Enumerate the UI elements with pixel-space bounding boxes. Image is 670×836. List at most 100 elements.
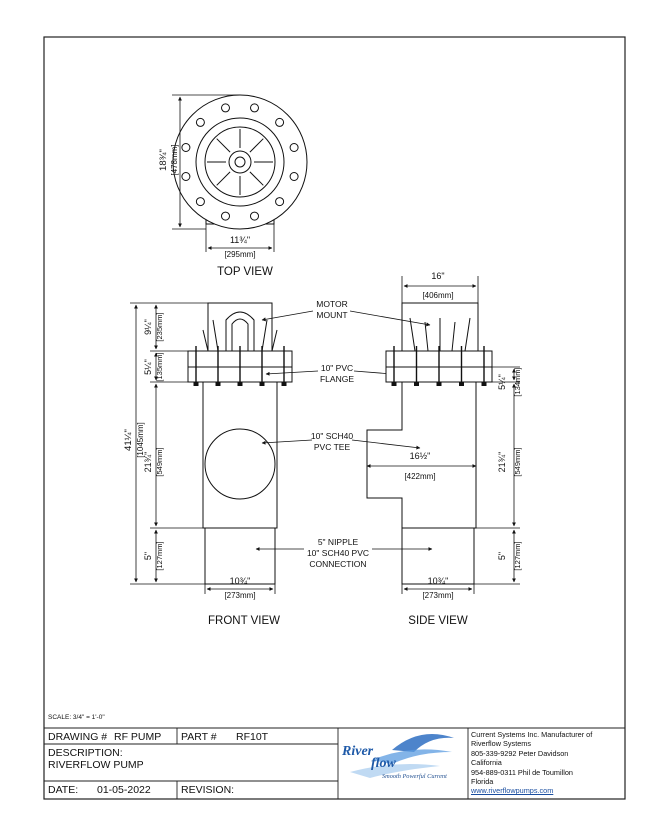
bolt-hole <box>221 103 230 113</box>
revision-label: REVISION: <box>181 784 235 796</box>
front-view-tee-body <box>202 381 278 529</box>
front-overall-mm: [1045mm] <box>136 422 145 458</box>
bolt-hole <box>289 143 299 152</box>
front-view-title: FRONT VIEW <box>208 615 280 627</box>
bolt-nut <box>459 382 464 386</box>
company-line-5: 954-889-0311 Phil de Toumillon <box>471 767 573 777</box>
front-base-mm: [273mm] <box>224 591 255 600</box>
company-line-3: 805-339-9292 Peter Davidson <box>471 748 569 758</box>
company-info: Current Systems Inc. Manufacturer of Riv… <box>471 730 621 796</box>
logo-word-flow: flow <box>371 756 397 771</box>
callout-motor-mount-line2: MOUNT <box>316 310 347 320</box>
top-view-shaft-outer <box>228 150 252 174</box>
front-tee-mm: [549mm] <box>155 447 164 476</box>
top-view-flange-inner <box>195 117 285 207</box>
bolt-hole <box>195 117 205 127</box>
callout-tee-line1: 10" SCH40 <box>311 431 354 441</box>
side-flange-mm: [134mm] <box>513 367 522 396</box>
mount-rib <box>216 171 231 186</box>
side-nipple-label: 5" <box>497 552 507 560</box>
bolt-hole <box>289 172 299 181</box>
sheet-border <box>43 36 626 800</box>
bolt-nut <box>237 382 243 386</box>
company-line-4: California <box>471 758 502 768</box>
front-nipple-mm: [127mm] <box>155 541 164 570</box>
top-view-mount-ring <box>204 126 276 198</box>
callout-nipple-line2: 10" SCH40 PVC <box>307 548 369 558</box>
mount-rib <box>249 138 264 153</box>
side-base-label: 10¾" <box>428 576 449 586</box>
bolt-nut <box>391 382 397 386</box>
company-website-link[interactable]: www.riverflowpumps.com <box>471 786 554 796</box>
mount-rib <box>249 171 264 186</box>
side-view <box>366 302 493 585</box>
front-view <box>187 302 293 585</box>
callout-nipple-line1: 5" NIPPLE <box>318 537 359 547</box>
date-label: DATE: <box>48 784 79 796</box>
front-view-motor-mount <box>225 311 255 351</box>
side-nipple-mm: [127mm] <box>513 541 522 570</box>
side-tee-mm: [549mm] <box>513 447 522 476</box>
scale-note: SCALE: 3/4" = 1'-0" <box>48 714 105 721</box>
front-nipple-label: 5" <box>143 552 153 560</box>
part-number-label: PART # <box>181 731 217 743</box>
side-top-label: 16" <box>431 271 444 281</box>
top-view-ribs <box>207 129 273 195</box>
logo-word-river: River <box>341 744 374 759</box>
callout-motor-mount-line1: MOTOR <box>316 299 347 309</box>
bolt-nut <box>414 382 419 386</box>
side-middle-label: 16½" <box>410 451 431 461</box>
side-view-tee-body <box>366 381 477 529</box>
bolt-nut <box>436 382 442 386</box>
bolt-nut <box>259 382 265 386</box>
mount-rib <box>216 138 231 153</box>
front-view-nipple <box>204 527 276 585</box>
date-value: 01-05-2022 <box>97 784 151 796</box>
riverflow-logo: River flow Smooth Powerful Current <box>341 734 454 780</box>
front-tee-label: 21¾" <box>143 452 153 473</box>
bolt-nut <box>215 382 221 386</box>
top-view-height-mm: [478mm] <box>170 144 179 175</box>
bolt-nut <box>481 382 487 386</box>
front-view-motor-cap <box>207 302 273 352</box>
front-motor-mm: [235mm] <box>155 312 164 341</box>
top-view-flange-outer <box>172 94 308 230</box>
side-view-bolts <box>391 346 487 386</box>
top-view-height-label: 18¾" <box>158 149 169 171</box>
bolt-hole <box>250 103 259 113</box>
company-line-6: Florida <box>471 777 494 787</box>
company-line-1: Current Systems Inc. Manufacturer of <box>471 730 593 739</box>
front-flange-mm: [135mm] <box>155 352 164 381</box>
front-base-label: 10¾" <box>230 576 251 586</box>
side-view-title: SIDE VIEW <box>408 615 468 627</box>
front-view-bolts <box>193 346 287 386</box>
title-block-grid <box>44 727 625 799</box>
callout-flange-line2: FLANGE <box>320 374 354 384</box>
part-number-value: RF10T <box>236 731 269 743</box>
description-value: RIVERFLOW PUMP <box>48 759 144 771</box>
drawing-number-label: DRAWING # <box>48 731 108 743</box>
bolt-hole <box>195 197 205 207</box>
side-base-mm: [273mm] <box>422 591 453 600</box>
front-flange-label: 5¼" <box>143 359 153 375</box>
logo-tagline: Smooth Powerful Current <box>382 773 447 780</box>
side-view-nipple <box>401 527 475 585</box>
callout-tee-line2: PVC TEE <box>314 442 351 452</box>
top-view-shaft-inner <box>234 156 246 168</box>
description-label: DESCRIPTION: <box>48 747 123 759</box>
side-flange-label: 5¼" <box>497 374 507 390</box>
side-top-mm: [406mm] <box>422 291 453 300</box>
front-overall-label: 41¼" <box>123 429 134 451</box>
callout-flange-line1: 10" PVC <box>321 363 353 373</box>
company-line-2: Riverflow Systems <box>471 739 532 749</box>
bolt-nut <box>281 382 287 386</box>
bolt-hole <box>221 211 230 221</box>
bolt-nut <box>193 382 199 386</box>
side-middle-mm: [422mm] <box>404 472 435 481</box>
top-view-title: TOP VIEW <box>217 266 273 278</box>
top-view <box>172 94 308 230</box>
bolt-hole <box>275 117 285 127</box>
side-tee-label: 21¾" <box>497 452 507 473</box>
front-motor-label: 9¼" <box>143 319 153 335</box>
